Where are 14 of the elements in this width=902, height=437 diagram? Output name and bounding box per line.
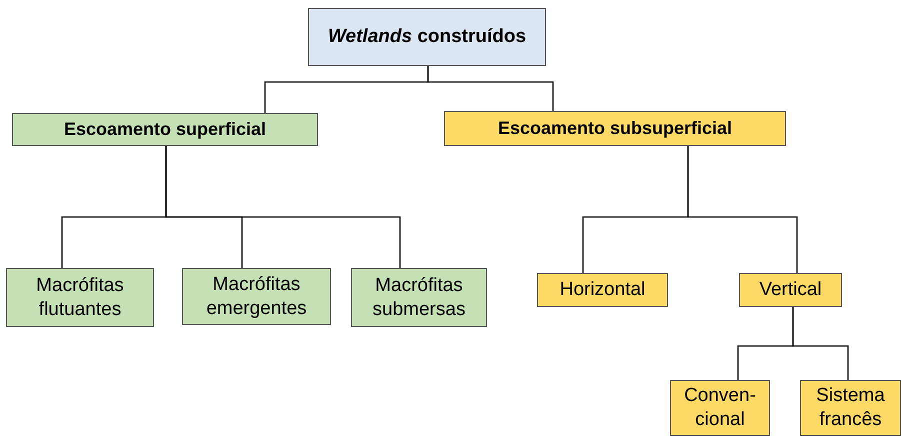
type-box: Conven- cional [670,380,770,436]
connector-line [165,146,401,268]
type-box: Horizontal [537,273,668,307]
category-box: Escoamento superficial [12,113,318,146]
type-box: Macrófitas emergentes [182,268,331,325]
type-box: Sistema francês [800,380,901,436]
root-box: Wetlands construídos [308,8,546,66]
connector-line [792,307,849,380]
connector-line [687,146,798,273]
type-box: Macrófitas submersas [351,268,487,327]
category-box: Escoamento subsuperficial [444,111,786,146]
connector-line [427,66,554,111]
type-box: Macrófitas flutuantes [6,268,154,327]
type-box: Vertical [739,273,842,307]
